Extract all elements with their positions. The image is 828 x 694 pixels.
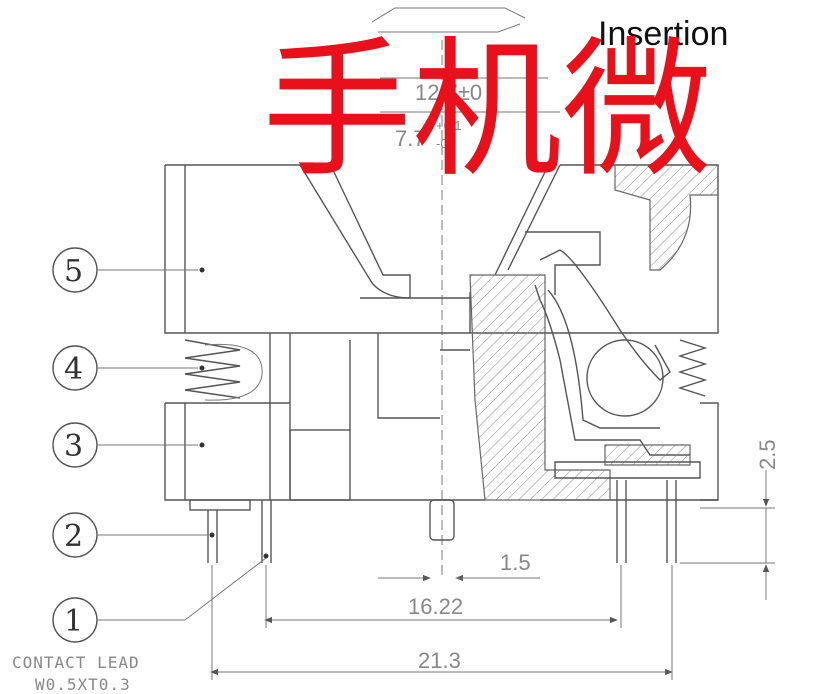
upper-housing <box>164 164 719 334</box>
insertion-label: Insertion <box>598 15 728 53</box>
balloon-1-number: 1 <box>64 604 83 639</box>
part-balloon-2: 2 <box>52 512 215 558</box>
springs <box>184 339 708 401</box>
insertion-sketch <box>371 7 560 113</box>
dim-lead-height: 2.5 <box>680 439 780 600</box>
center-pin <box>429 499 455 541</box>
balloon-2-number: 2 <box>64 519 83 554</box>
balloon-3-number: 3 <box>64 429 83 464</box>
dim-inner-pitch: 16.22 <box>264 565 622 628</box>
leads <box>189 480 677 563</box>
dim-7-7-upper-tol: +0.1 <box>436 118 462 133</box>
watermark-text: 手机微 <box>262 24 712 198</box>
contact-lead-note: CONTACT LEAD <box>12 653 140 672</box>
balloon-5-number: 5 <box>64 254 83 289</box>
dim-7-7-label: 7.7 <box>395 126 426 151</box>
dim-1-5-label: 1.5 <box>500 550 531 575</box>
dim-2-5-label: 2.5 <box>755 439 780 470</box>
dim-12-7-label: 12.7±0 <box>415 80 482 105</box>
center-hatched-block <box>469 274 611 501</box>
part-balloon-4: 4 <box>52 345 205 391</box>
dim-16-22-label: 16.22 <box>408 594 463 619</box>
contact-lead-spec: W0.5XT0.3 <box>35 675 131 694</box>
part-balloon-3: 3 <box>52 422 205 468</box>
part-balloon-5: 5 <box>52 247 205 293</box>
contact-spring <box>525 231 701 479</box>
dim-pin-width: 1.5 <box>378 550 540 582</box>
top-dims: 12.7±0 7.7 +0.1 -0 <box>395 80 482 151</box>
dim-outer-pitch: 21.3 <box>210 565 673 680</box>
dim-7-7-lower-tol: -0 <box>436 136 448 151</box>
dim-21-3-label: 21.3 <box>418 648 461 673</box>
part-balloon-1: 1 <box>52 553 269 643</box>
balloon-4-number: 4 <box>64 352 83 387</box>
